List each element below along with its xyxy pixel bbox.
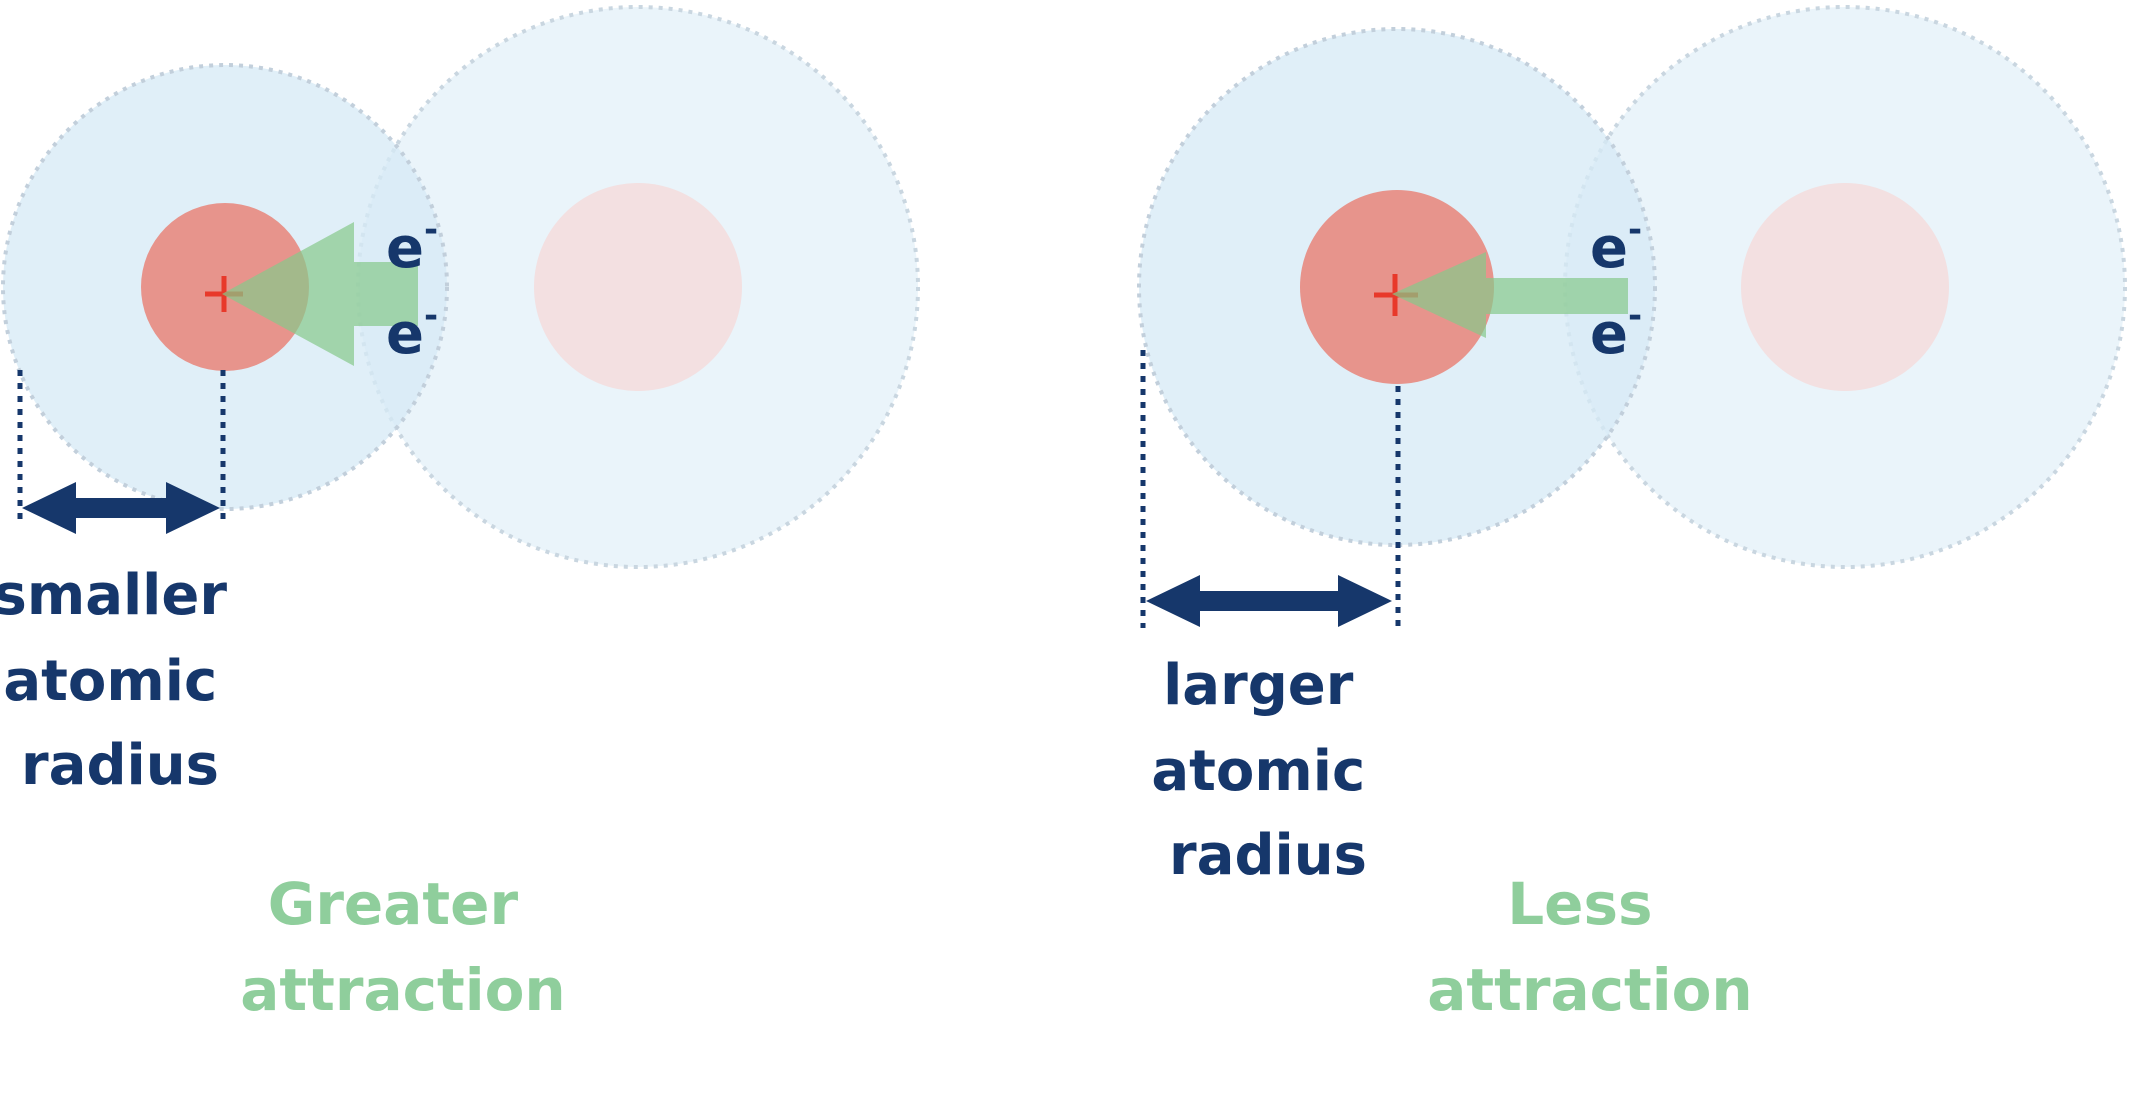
attraction-label: Less attraction — [1427, 870, 1752, 1024]
radius-double-arrow — [1146, 575, 1392, 627]
radius-label: larger atomic radius — [1151, 653, 1384, 888]
attraction-arrow — [1392, 252, 1628, 338]
attraction-label: Greater attraction — [240, 870, 565, 1024]
neighbor-atom-nucleus — [534, 183, 742, 391]
neighbor-atom-nucleus — [1741, 183, 1949, 391]
electron-label: e- — [1590, 210, 1642, 281]
radius-double-arrow — [22, 482, 220, 534]
electron-label: e- — [386, 210, 438, 281]
attraction-arrow — [222, 222, 418, 366]
electron-label: e- — [1590, 296, 1642, 367]
right-panel: e- e- larger atomic radius Less attracti… — [1137, 5, 2127, 1024]
radius-label: smaller atomic radius — [0, 563, 246, 798]
electron-label: e- — [386, 296, 438, 367]
left-panel: e- e- smaller atomic radius Greater attr… — [0, 5, 920, 1024]
